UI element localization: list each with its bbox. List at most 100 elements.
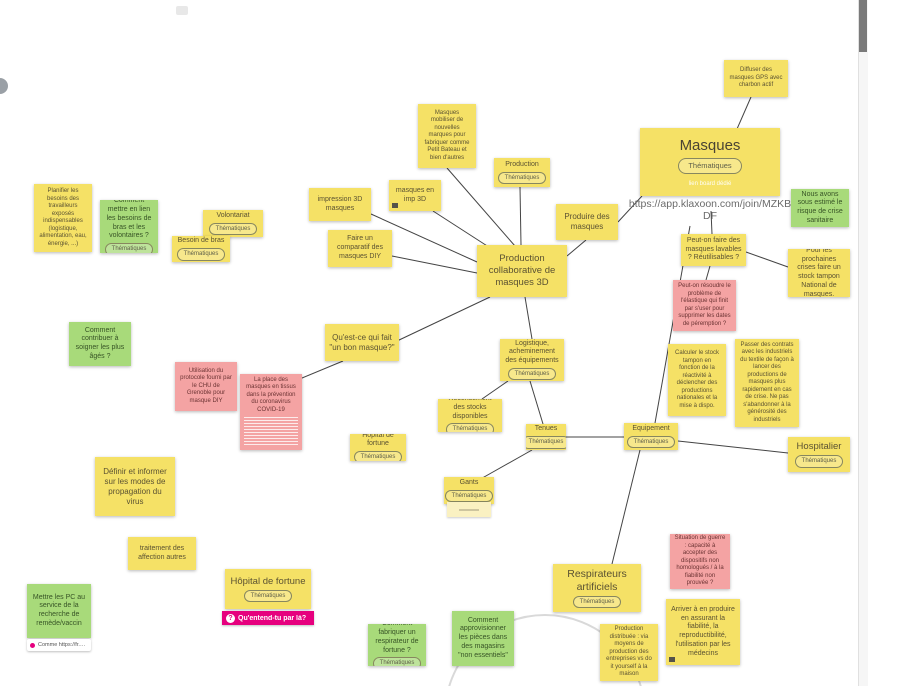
note-text: Production <box>505 160 539 168</box>
link-favicon-dot <box>30 642 35 648</box>
thematiques-badge: Thématiques <box>445 423 495 432</box>
note-text: Hôpital de fortune <box>362 434 394 448</box>
board-link-caption: lien board dédié <box>688 181 732 188</box>
note-text: Recensement des stocks disponibles <box>448 399 491 420</box>
note-link-chip[interactable]: Comme https://fr.wikipe... <box>27 639 91 651</box>
thematiques-badge: Thématiques <box>678 157 742 175</box>
note-text: Pour les prochaines crises faire un stoc… <box>797 249 841 297</box>
thematiques-badge: Thématiques <box>444 489 494 503</box>
note-traitement-affections[interactable]: traitement des affection autres <box>128 537 196 570</box>
vertical-scrollbar-track[interactable] <box>858 0 868 686</box>
link-text: Comme https://fr.wikipe... <box>38 642 88 648</box>
note-text: Peut-on résoudre le problème de l'élasti… <box>678 283 731 327</box>
note-approvisionner-pieces[interactable]: Comment approvisionner les pièces dans d… <box>452 611 514 666</box>
note-text: Diffuser des masques GPS avec charbon ac… <box>729 67 783 89</box>
note-fineprint <box>244 417 298 448</box>
question-chip[interactable]: ?Qu'entend-tu par là? <box>222 611 314 625</box>
note-text: Faire un comparatif des masques DIY <box>337 235 383 260</box>
note-title: Masques <box>679 137 741 154</box>
note-text: Calculer le stock tampon en fonction de … <box>674 350 719 409</box>
note-text: Comment approvisionner les pièces dans d… <box>458 616 508 659</box>
thematiques-badge: Thématiques <box>243 589 293 603</box>
note-contrats-industriels-textile[interactable]: Passer des contrats avec les industriels… <box>735 339 799 427</box>
note-impression-3d-masques[interactable]: impression 3D masques <box>309 188 371 221</box>
thematiques-badge: Thématiques <box>176 248 226 261</box>
note-text: Qu'est-ce qui fait "un bon masque?" <box>329 332 395 352</box>
note-text: Produire des masques <box>564 212 610 231</box>
note-text: Volontariat <box>216 211 250 219</box>
note-production-distribuee[interactable]: Production distribuée : via moyens de pr… <box>600 624 658 681</box>
note-text: Comment contribuer à soigner les plus âg… <box>75 326 125 360</box>
note-text: Planifier les besoins des travailleurs e… <box>39 188 87 247</box>
note-recensement-stocks[interactable]: Recensement des stocks disponiblesThémat… <box>438 399 502 432</box>
thematiques-badge: Thématiques <box>572 595 622 609</box>
thematiques-badge: Thématiques <box>353 451 403 461</box>
note-masques-imp-3d[interactable]: masques en imp 3D <box>389 180 441 211</box>
note-logistique-acheminement[interactable]: Logistique, acheminement des équipements… <box>500 339 564 381</box>
note-text: Logistique, acheminement des équipements <box>505 339 559 365</box>
thematiques-badge: Thématiques <box>497 171 547 185</box>
note-diffuser-masques-gps[interactable]: Diffuser des masques GPS avec charbon ac… <box>724 60 788 97</box>
note-text: Situation de guerre : capacité à accepte… <box>674 535 726 587</box>
note-probleme-elastique[interactable]: Peut-on résoudre le problème de l'élasti… <box>673 280 736 331</box>
note-text: Peut-on faire des masques lavables ? Réu… <box>685 236 742 262</box>
note-planifier-besoins-travailleurs[interactable]: Planifier les besoins des travailleurs e… <box>34 184 92 252</box>
note-text: impression 3D masques <box>317 195 363 212</box>
note-soigner-les-ages[interactable]: Comment contribuer à soigner les plus âg… <box>69 322 131 366</box>
note-calculer-stock-tampon[interactable]: Calculer le stock tampon en fonction de … <box>668 344 726 416</box>
note-gants-subnote[interactable] <box>447 502 491 517</box>
note-comparatif-masques-diy[interactable]: Faire un comparatif des masques DIY <box>328 230 392 267</box>
note-production-collaborative-3d[interactable]: Production collaborative de masques 3D <box>477 245 567 297</box>
note-stock-tampon-national[interactable]: Pour les prochaines crises faire un stoc… <box>788 249 850 297</box>
vertical-scrollbar-thumb[interactable] <box>859 0 867 52</box>
note-text: Production distribuée : via moyens de pr… <box>606 626 652 678</box>
note-protocole-chu-grenoble[interactable]: Utilisation du protocole fourni par le C… <box>175 362 237 411</box>
note-text: Hospitalier <box>796 441 842 453</box>
note-text: Comment mettre en lien les besoins de br… <box>106 200 152 240</box>
note-produire-des-masques[interactable]: Produire des masques <box>556 204 618 240</box>
note-pc-recherche-vaccin[interactable]: Mettre les PC au service de la recherche… <box>27 584 91 638</box>
note-text: Tenues <box>534 425 558 433</box>
note-sous-estime-crise[interactable]: Nous avons sous estimé le risque de cris… <box>791 189 849 227</box>
note-masques-tissus-prevention[interactable]: La place des masques en tissus dans la p… <box>240 374 302 450</box>
note-lien-bras-volontaires[interactable]: Comment mettre en lien les besoins de br… <box>100 200 158 253</box>
canvas-artifact <box>176 6 188 15</box>
note-text: Arriver à en produire en assurant la fia… <box>671 605 735 657</box>
note-text: Hôpital de fortune <box>230 575 306 587</box>
note-text: masques en imp 3D <box>395 186 435 203</box>
note-masques-lavables[interactable]: Peut-on faire des masques lavables ? Réu… <box>681 234 746 266</box>
drawn-circle-shape <box>448 614 642 686</box>
note-text: Equipement <box>632 424 670 432</box>
note-text: Masques mobiliser de nouvelles marques p… <box>424 109 470 161</box>
note-situation-de-guerre[interactable]: Situation de guerre : capacité à accepte… <box>670 534 730 589</box>
side-panel-handle[interactable] <box>0 78 8 94</box>
note-fabriquer-respirateur-fortune[interactable]: Comment fabriquer un respirateur de fort… <box>368 624 426 666</box>
note-bon-masque[interactable]: Qu'est-ce qui fait "un bon masque?" <box>325 324 399 361</box>
question-icon: ? <box>226 613 235 623</box>
note-text: traitement des affection autres <box>138 544 186 561</box>
note-text: Mettre les PC au service de la recherche… <box>32 593 86 627</box>
thematiques-badge: Thématiques <box>526 436 566 449</box>
note-arriver-a-produire[interactable]: Arriver à en produire en assurant la fia… <box>666 599 740 665</box>
note-masques-theme[interactable]: Masques Thématiques lien board dédié <box>640 128 780 196</box>
note-masques-mobiliser-marques[interactable]: Masques mobiliser de nouvelles marques p… <box>418 104 476 168</box>
thematiques-badge: Thématiques <box>794 455 844 468</box>
thematiques-badge: Thématiques <box>208 222 258 236</box>
thematiques-badge: Thématiques <box>104 243 154 253</box>
thematiques-badge: Thématiques <box>372 657 422 666</box>
note-modes-propagation-virus[interactable]: Définir et informer sur les modes de pro… <box>95 457 175 516</box>
board-link-url[interactable]: https://app.klaxoon.com/join/MZKBDF <box>628 198 792 223</box>
note-text: Utilisation du protocole fourni par le C… <box>180 367 232 404</box>
thematiques-badge: Thématiques <box>507 367 557 381</box>
